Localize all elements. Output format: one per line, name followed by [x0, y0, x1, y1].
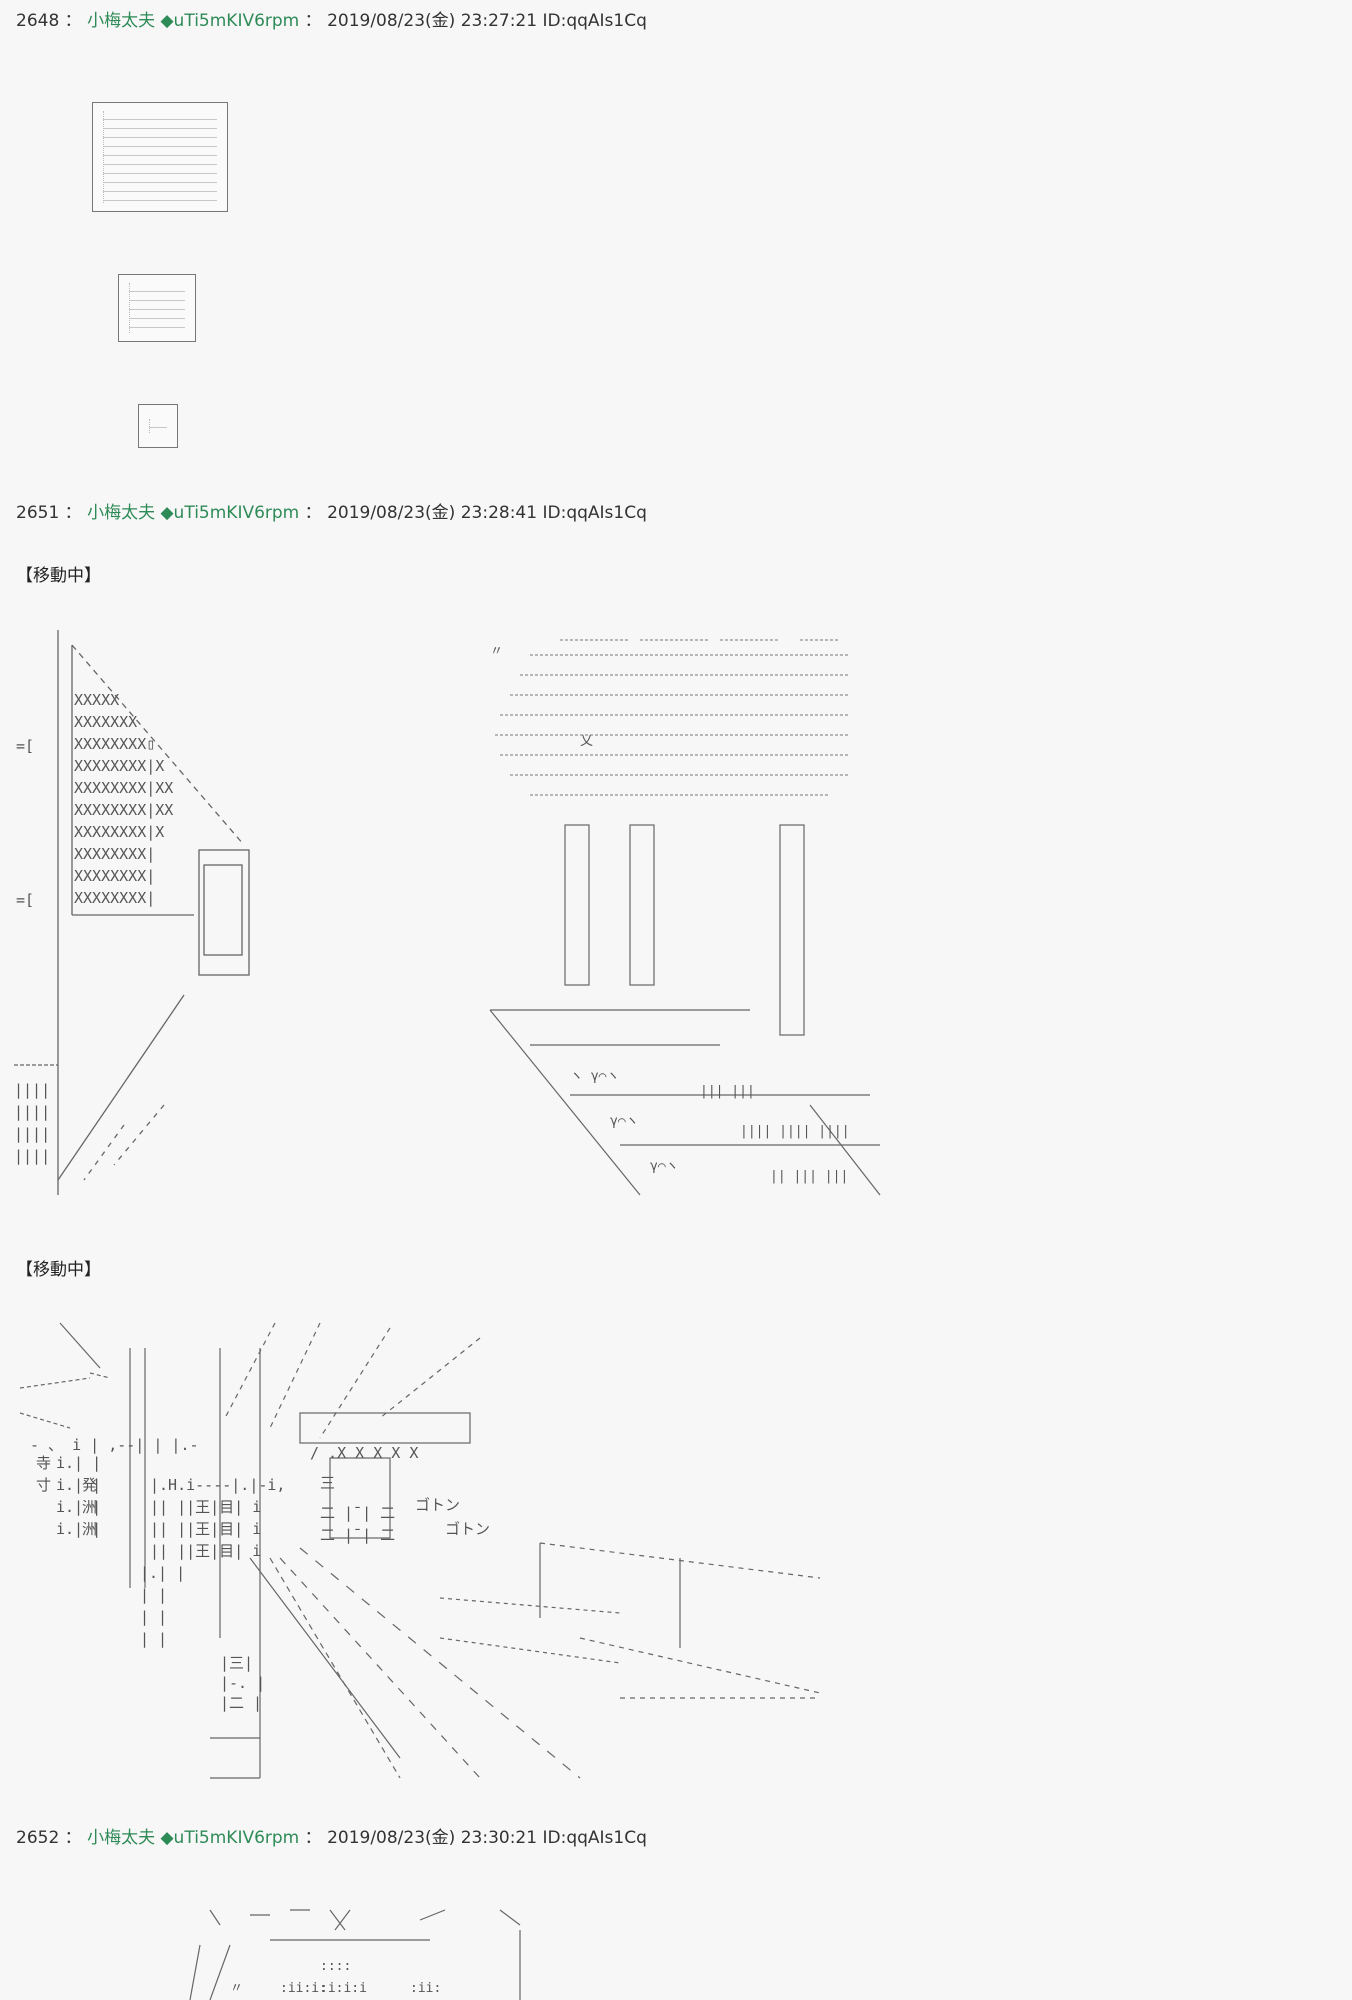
svg-text:|三|: |三| [220, 1654, 253, 1672]
svg-text:=[: =[ [16, 891, 34, 909]
svg-text:::::: :::: [320, 1959, 351, 1974]
city-street-illustration: - 、 i | ,--| | |.- 寺 寸 i.| | i.| | 発 i.|… [20, 1322, 821, 1779]
svg-text:XXXXXXXX|: XXXXXXXX| [74, 889, 155, 907]
post-colon: ： [64, 1828, 82, 1848]
poster-name[interactable]: 小梅太夫 [87, 11, 156, 31]
post-number[interactable]: 2652 [16, 1828, 60, 1848]
svg-text:XXXXXXXX|: XXXXXXXX| [74, 867, 155, 885]
svg-text:〃: 〃 [490, 644, 503, 659]
post-header-2652: 2652 ： 小梅太夫 ◆uTi5mKIV6rpm ： 2019/08/23(金… [16, 1827, 647, 1849]
katakana-goton-1: ゴトン [415, 1496, 460, 1514]
svg-text:|| ||王|目| i: || ||王|目| i [150, 1542, 261, 1560]
poster-name[interactable]: 小梅太夫 [87, 503, 156, 523]
svg-text:XXXXXXXX|XX: XXXXXXXX|XX [74, 779, 173, 797]
poster-trip: ◆uTi5mKIV6rpm [160, 11, 300, 31]
svg-text:||||: |||| [14, 1147, 50, 1165]
svg-text:XXXXXXX: XXXXXXX [74, 713, 137, 731]
svg-text:XXXXXXXX|X: XXXXXXXX|X [74, 823, 164, 841]
temple-ruin-illustration: 〃 乂 ヽ γ⌒ヽ γ⌒ヽ γ⌒ヽ ||| ||| |||| |||| ||||… [489, 639, 881, 1196]
poster-name[interactable]: 小梅太夫 [87, 1828, 156, 1848]
svg-text:三: 三 [320, 1474, 335, 1492]
note-lines [103, 111, 217, 203]
svg-text:XXXXX: XXXXX [74, 691, 119, 709]
svg-text:||||: |||| [14, 1125, 50, 1143]
svg-text:二 |¯| 二: 二 |¯| 二 [320, 1504, 395, 1522]
svg-text:/ .X X X X X: / .X X X X X [310, 1444, 418, 1462]
svg-text:| |: | | [140, 1608, 167, 1626]
post-colon-2: ： [304, 11, 322, 31]
post-datetime: 2019/08/23(金) 23:28:41 [327, 503, 538, 523]
note-box-large [92, 102, 228, 212]
svg-text:XXXXXXXX|XX: XXXXXXXX|XX [74, 801, 173, 819]
svg-text:|.| |: |.| | [140, 1564, 185, 1582]
post-colon-2: ： [304, 1828, 322, 1848]
svg-text:|.H.i----|.|-i,: |.H.i----|.|-i, [150, 1476, 285, 1494]
svg-text::ii:: :ii: [410, 1981, 441, 1996]
svg-text:||||: |||| [14, 1081, 50, 1099]
katakana-goton-2: ゴトン [445, 1520, 490, 1538]
poster-trip: ◆uTi5mKIV6rpm [160, 503, 300, 523]
svg-text:γ⌒ヽ: γ⌒ヽ [650, 1159, 679, 1174]
note-box-medium [118, 274, 196, 342]
svg-text:i.| |: i.| | [56, 1476, 101, 1494]
note-box-small [138, 404, 178, 448]
post-id[interactable]: ID:qqAIs1Cq [542, 1828, 647, 1848]
svg-text:γ⌒ヽ: γ⌒ヽ [610, 1114, 639, 1129]
svg-text:||||: |||| [14, 1103, 50, 1121]
post-number[interactable]: 2651 [16, 503, 60, 523]
note-lines [129, 283, 185, 333]
svg-text:ヽ γ⌒ヽ: ヽ γ⌒ヽ [570, 1069, 619, 1084]
svg-text:|-. |: |-. | [220, 1674, 265, 1692]
svg-text:|||| |||| ||||: |||| |||| |||| [740, 1124, 850, 1139]
svg-text:||| |||: ||| ||| [700, 1084, 755, 1099]
svg-text:i.| |: i.| | [56, 1498, 101, 1516]
svg-text:二 |¯| 二: 二 |¯| 二 [320, 1526, 395, 1544]
building-illustration: XXXXX XXXXXXX XXXXXXXX▯ XXXXXXXX|X XXXXX… [14, 630, 250, 1195]
post-colon: ： [64, 11, 82, 31]
post-id[interactable]: ID:qqAIs1Cq [542, 11, 647, 31]
sign-shu-2: 洲 [82, 1520, 97, 1538]
post-datetime: 2019/08/23(金) 23:30:21 [327, 1828, 538, 1848]
moving-label-2: 【移動中】 [16, 1260, 101, 1280]
note-lines [149, 419, 167, 433]
post-header-2648: 2648 ： 小梅太夫 ◆uTi5mKIV6rpm ： 2019/08/23(金… [16, 10, 647, 32]
poster-trip: ◆uTi5mKIV6rpm [160, 1828, 300, 1848]
svg-text:XXXXXXXX|: XXXXXXXX| [74, 845, 155, 863]
svg-text:| |: | | [140, 1586, 167, 1604]
post-number[interactable]: 2648 [16, 11, 60, 31]
svg-text:- 、 i | ,--| | |.-: - 、 i | ,--| | |.- [30, 1436, 199, 1454]
partial-art-2652: :::: :ii:i: :i:i:i :ii: 〃 [189, 1909, 521, 2000]
svg-text:〃: 〃 [230, 1981, 243, 1996]
svg-text:XXXXXXXX|X: XXXXXXXX|X [74, 757, 164, 775]
svg-text:|| ||| |||: || ||| ||| [770, 1169, 848, 1184]
svg-text:i.| |: i.| | [56, 1520, 101, 1538]
svg-text:|| ||王|目| i: || ||王|目| i [150, 1520, 261, 1538]
sign-shu-1: 洲 [82, 1498, 97, 1516]
svg-text:|| ||王|目| i: || ||王|目| i [150, 1498, 261, 1516]
svg-text:|二 |: |二 | [220, 1694, 262, 1712]
svg-text:乂: 乂 [580, 734, 593, 749]
svg-text::ii:i:: :ii:i: [280, 1981, 327, 1996]
post-datetime: 2019/08/23(金) 23:27:21 [327, 11, 538, 31]
post-colon: ： [64, 503, 82, 523]
sign-tera: 寺 [36, 1454, 51, 1472]
post-id[interactable]: ID:qqAIs1Cq [542, 503, 647, 523]
sign-sun: 寸 [36, 1476, 51, 1494]
svg-text:XXXXXXXX▯: XXXXXXXX▯ [74, 735, 155, 753]
svg-text::i:i:i: :i:i:i [320, 1981, 367, 1996]
svg-text:i.| |: i.| | [56, 1454, 101, 1472]
sign-hatsu: 発 [82, 1476, 97, 1494]
svg-text:| |: | | [140, 1630, 167, 1648]
moving-label: 【移動中】 [16, 566, 101, 586]
post-colon-2: ： [304, 503, 322, 523]
svg-text:=[: =[ [16, 737, 34, 755]
post-header-2651: 2651 ： 小梅太夫 ◆uTi5mKIV6rpm ： 2019/08/23(金… [16, 502, 647, 524]
